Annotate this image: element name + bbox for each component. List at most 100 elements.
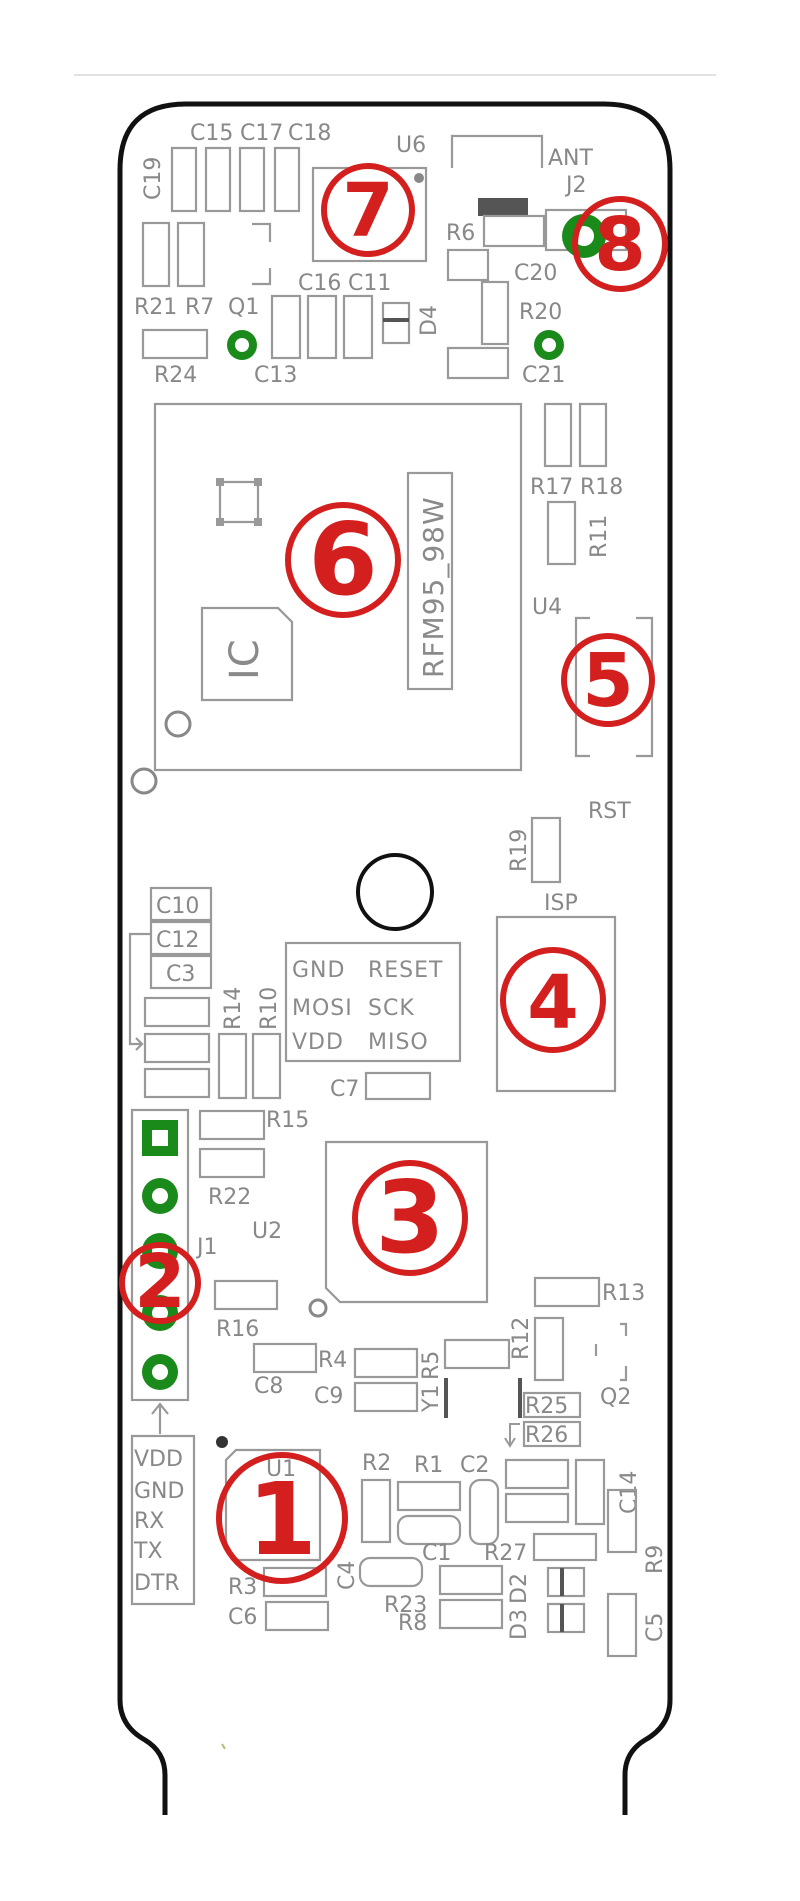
left-middle-components: C10 C12 C3 R14 R10 C7 R15 R22 xyxy=(128,886,432,1210)
label-r1: R1 xyxy=(414,1453,443,1478)
label-r5: R5 xyxy=(419,1351,444,1380)
label-q1: Q1 xyxy=(228,295,259,320)
svg-text:2: 2 xyxy=(134,1239,186,1325)
label-r22: R22 xyxy=(208,1185,251,1210)
label-c10: C10 xyxy=(156,894,199,919)
isp-pin-mosi: MOSI xyxy=(292,996,353,1021)
callout-7: 7 xyxy=(321,163,415,257)
isp-pin-vdd: VDD xyxy=(292,1030,344,1055)
label-c1: C1 xyxy=(422,1541,451,1566)
callout-3: 3 xyxy=(352,1159,468,1276)
label-c4: C4 xyxy=(335,1561,360,1590)
label-r24: R24 xyxy=(154,363,197,388)
label-r13: R13 xyxy=(602,1281,645,1306)
label-r10: R10 xyxy=(257,987,282,1030)
label-u4: U4 xyxy=(532,595,562,620)
lower-middle-components: R16 R13 C8 R4 C9 R5 Y1 R12 Q2 R25 R26 xyxy=(213,1276,645,1448)
label-r23: R23 xyxy=(384,1593,427,1618)
label-c2: C2 xyxy=(460,1453,489,1478)
label-j1: J1 xyxy=(195,1235,218,1260)
label-r14: R14 xyxy=(221,987,246,1030)
label-c21: C21 xyxy=(522,363,565,388)
mounting-hole xyxy=(356,853,434,931)
label-r4: R4 xyxy=(318,1348,347,1373)
label-c3: C3 xyxy=(166,962,195,987)
label-u6: U6 xyxy=(396,133,426,158)
label-r8: R8 xyxy=(398,1611,427,1636)
right-upper-components: R17 R18 R11 U4 xyxy=(530,402,654,758)
svg-text:6: 6 xyxy=(308,501,378,618)
label-r12: R12 xyxy=(509,1317,534,1360)
bottom-components: U1 R2 R1 C2 C14 C1 R27 R9 R3 C4 R23 D2 C… xyxy=(216,1436,668,1750)
top-components: C15 C17 C18 C19 U6 ANT J2 R6 C20 R21 R7 … xyxy=(134,121,628,388)
label-r26: R26 xyxy=(525,1423,568,1448)
isp-pin-miso: MISO xyxy=(368,1030,429,1055)
header-j1: J1 VDD GND RX TX DTR xyxy=(130,1108,218,1606)
label-j2: J2 xyxy=(564,173,587,198)
callout-4: 4 xyxy=(500,947,606,1053)
isp-pin-reset: RESET xyxy=(368,958,444,983)
label-rst: RST xyxy=(588,799,631,824)
label-c9: C9 xyxy=(314,1384,343,1409)
header-pin-rx: RX xyxy=(134,1509,164,1534)
isp-pin-sck: SCK xyxy=(368,996,415,1021)
label-d3: D3 xyxy=(507,1609,532,1640)
label-r18: R18 xyxy=(580,475,623,500)
label-y1: Y1 xyxy=(419,1385,444,1413)
label-r21: R21 xyxy=(134,295,177,320)
label-r16: R16 xyxy=(216,1317,259,1342)
label-c15: C15 xyxy=(190,121,233,146)
isp-connector: ISP GND RESET MOSI SCK VDD MISO xyxy=(284,891,617,1093)
label-r19: R19 xyxy=(507,829,532,872)
label-c7: C7 xyxy=(330,1077,359,1102)
label-ant: ANT xyxy=(548,146,594,171)
rf-module: IC RFM95_98W xyxy=(130,402,523,795)
callout-6: 6 xyxy=(285,501,401,618)
isp-pin-gnd: GND xyxy=(292,958,345,983)
mcu-u2: U2 xyxy=(252,1140,489,1318)
callout-1: 1 xyxy=(216,1452,348,1584)
label-c14: C14 xyxy=(617,1471,642,1514)
header-pin-gnd: GND xyxy=(134,1479,184,1504)
label-c8: C8 xyxy=(254,1374,283,1399)
label-d4: D4 xyxy=(417,305,442,336)
label-r6: R6 xyxy=(446,221,475,246)
header-pin-vdd: VDD xyxy=(134,1447,183,1472)
label-c17: C17 xyxy=(240,121,283,146)
header-pin-dtr: DTR xyxy=(134,1571,180,1596)
label-q2: Q2 xyxy=(600,1385,631,1410)
label-d2: D2 xyxy=(507,1573,532,1604)
label-r25: R25 xyxy=(525,1394,568,1419)
label-r27: R27 xyxy=(484,1541,527,1566)
svg-text:3: 3 xyxy=(375,1159,445,1276)
label-r2: R2 xyxy=(362,1451,391,1476)
label-u2: U2 xyxy=(252,1219,282,1244)
reset-area: RST R19 xyxy=(507,799,631,884)
label-c6: C6 xyxy=(228,1605,257,1630)
label-c12: C12 xyxy=(156,928,199,953)
svg-text:7: 7 xyxy=(342,168,394,254)
label-r20: R20 xyxy=(519,300,562,325)
label-c20: C20 xyxy=(514,261,557,286)
board-outline xyxy=(117,101,673,1815)
label-c5: C5 xyxy=(643,1613,668,1642)
label-isp: ISP xyxy=(544,891,578,916)
callout-2: 2 xyxy=(119,1239,201,1325)
label-r17: R17 xyxy=(530,475,573,500)
label-c19: C19 xyxy=(141,157,166,200)
callout-8: 8 xyxy=(562,196,668,292)
label-r11: R11 xyxy=(587,515,612,558)
svg-text:5: 5 xyxy=(582,638,634,724)
callout-5: 5 xyxy=(561,633,655,727)
svg-text:4: 4 xyxy=(527,960,579,1046)
svg-text:8: 8 xyxy=(594,202,646,288)
label-u1: U1 xyxy=(266,1457,296,1482)
label-c11: C11 xyxy=(348,271,391,296)
label-r15: R15 xyxy=(266,1108,309,1133)
label-r7: R7 xyxy=(185,295,214,320)
label-c18: C18 xyxy=(288,121,331,146)
header-pin-tx: TX xyxy=(133,1539,163,1564)
label-r3: R3 xyxy=(228,1575,257,1600)
label-c16: C16 xyxy=(298,271,341,296)
